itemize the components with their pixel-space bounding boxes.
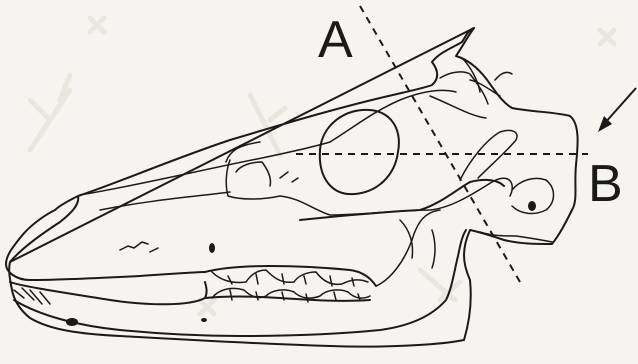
infraorbital-foramen: [209, 243, 215, 253]
upper-teeth: [212, 270, 368, 284]
lower-jaw-teeth-line: [205, 297, 370, 301]
temporal-process: [460, 130, 517, 180]
frontal-line: [330, 90, 486, 142]
mandible-foramen: [201, 318, 207, 322]
cheek-detail: [236, 162, 298, 186]
jaw-angle: [376, 210, 440, 286]
direction-arrow: [604, 88, 636, 124]
nasal-ridge: [80, 142, 330, 195]
cheek-line: [226, 160, 512, 215]
plane-a-label: A: [318, 14, 353, 66]
maxilla-texture: [120, 242, 158, 252]
plane-a-line: [360, 6, 520, 282]
ear-opening: [528, 201, 536, 211]
incisors: [14, 288, 50, 304]
plane-b-label: B: [588, 158, 623, 210]
pedicle: [440, 58, 488, 104]
mental-foramen: [66, 318, 78, 326]
